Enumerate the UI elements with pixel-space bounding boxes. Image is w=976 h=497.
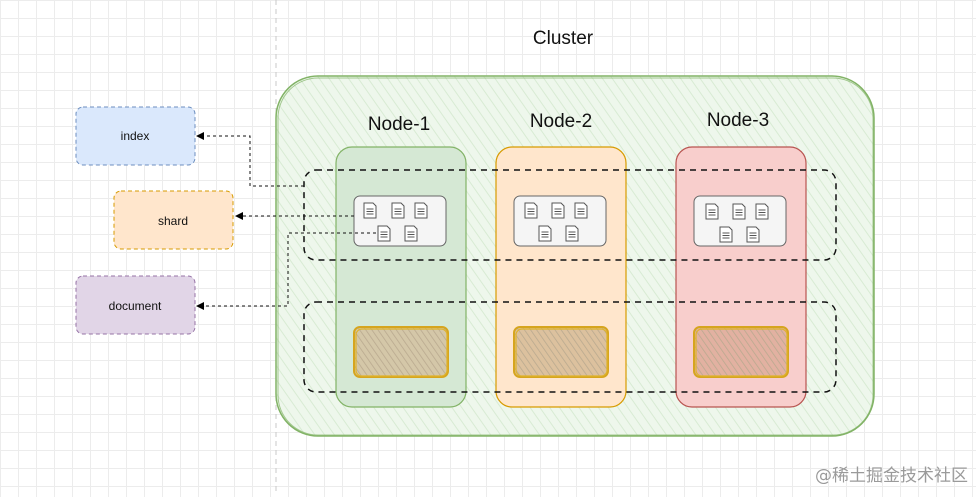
legend-document-label: document <box>109 299 162 313</box>
legend-document-box <box>75 275 196 335</box>
document-icon <box>746 226 760 243</box>
node-label-3: Node-3 <box>707 110 769 131</box>
document-icon <box>404 225 418 242</box>
document-icon <box>574 202 588 219</box>
index-group <box>303 169 837 261</box>
document-icon <box>551 202 565 219</box>
document-icon <box>524 202 538 219</box>
watermark-text: @稀土掘金技术社区 <box>815 466 968 486</box>
data-block-3 <box>693 326 789 378</box>
document-icon <box>363 202 377 219</box>
legend-index-box <box>75 106 196 166</box>
document-icon <box>414 202 428 219</box>
document-icon <box>719 226 733 243</box>
legend-shard-box <box>113 190 234 250</box>
document-icon <box>377 225 391 242</box>
document-icon <box>732 203 746 220</box>
document-icon <box>705 203 719 220</box>
shard-box-2 <box>513 195 607 247</box>
legend-shard-label: shard <box>158 214 188 228</box>
legend-index-label: index <box>121 129 150 143</box>
document-icon <box>565 225 579 242</box>
node-label-1: Node-1 <box>368 114 430 135</box>
data-block-1 <box>353 326 449 378</box>
data-block-2 <box>513 326 609 378</box>
index-arrow <box>196 132 304 187</box>
shard-box-3 <box>693 195 787 247</box>
cluster-title: Cluster <box>533 28 594 49</box>
document-icon <box>755 203 769 220</box>
shard-box-1 <box>353 195 447 247</box>
document-arrow <box>196 232 376 310</box>
document-icon <box>538 225 552 242</box>
document-group <box>303 301 837 393</box>
document-icon <box>391 202 405 219</box>
node-label-2: Node-2 <box>530 111 592 132</box>
